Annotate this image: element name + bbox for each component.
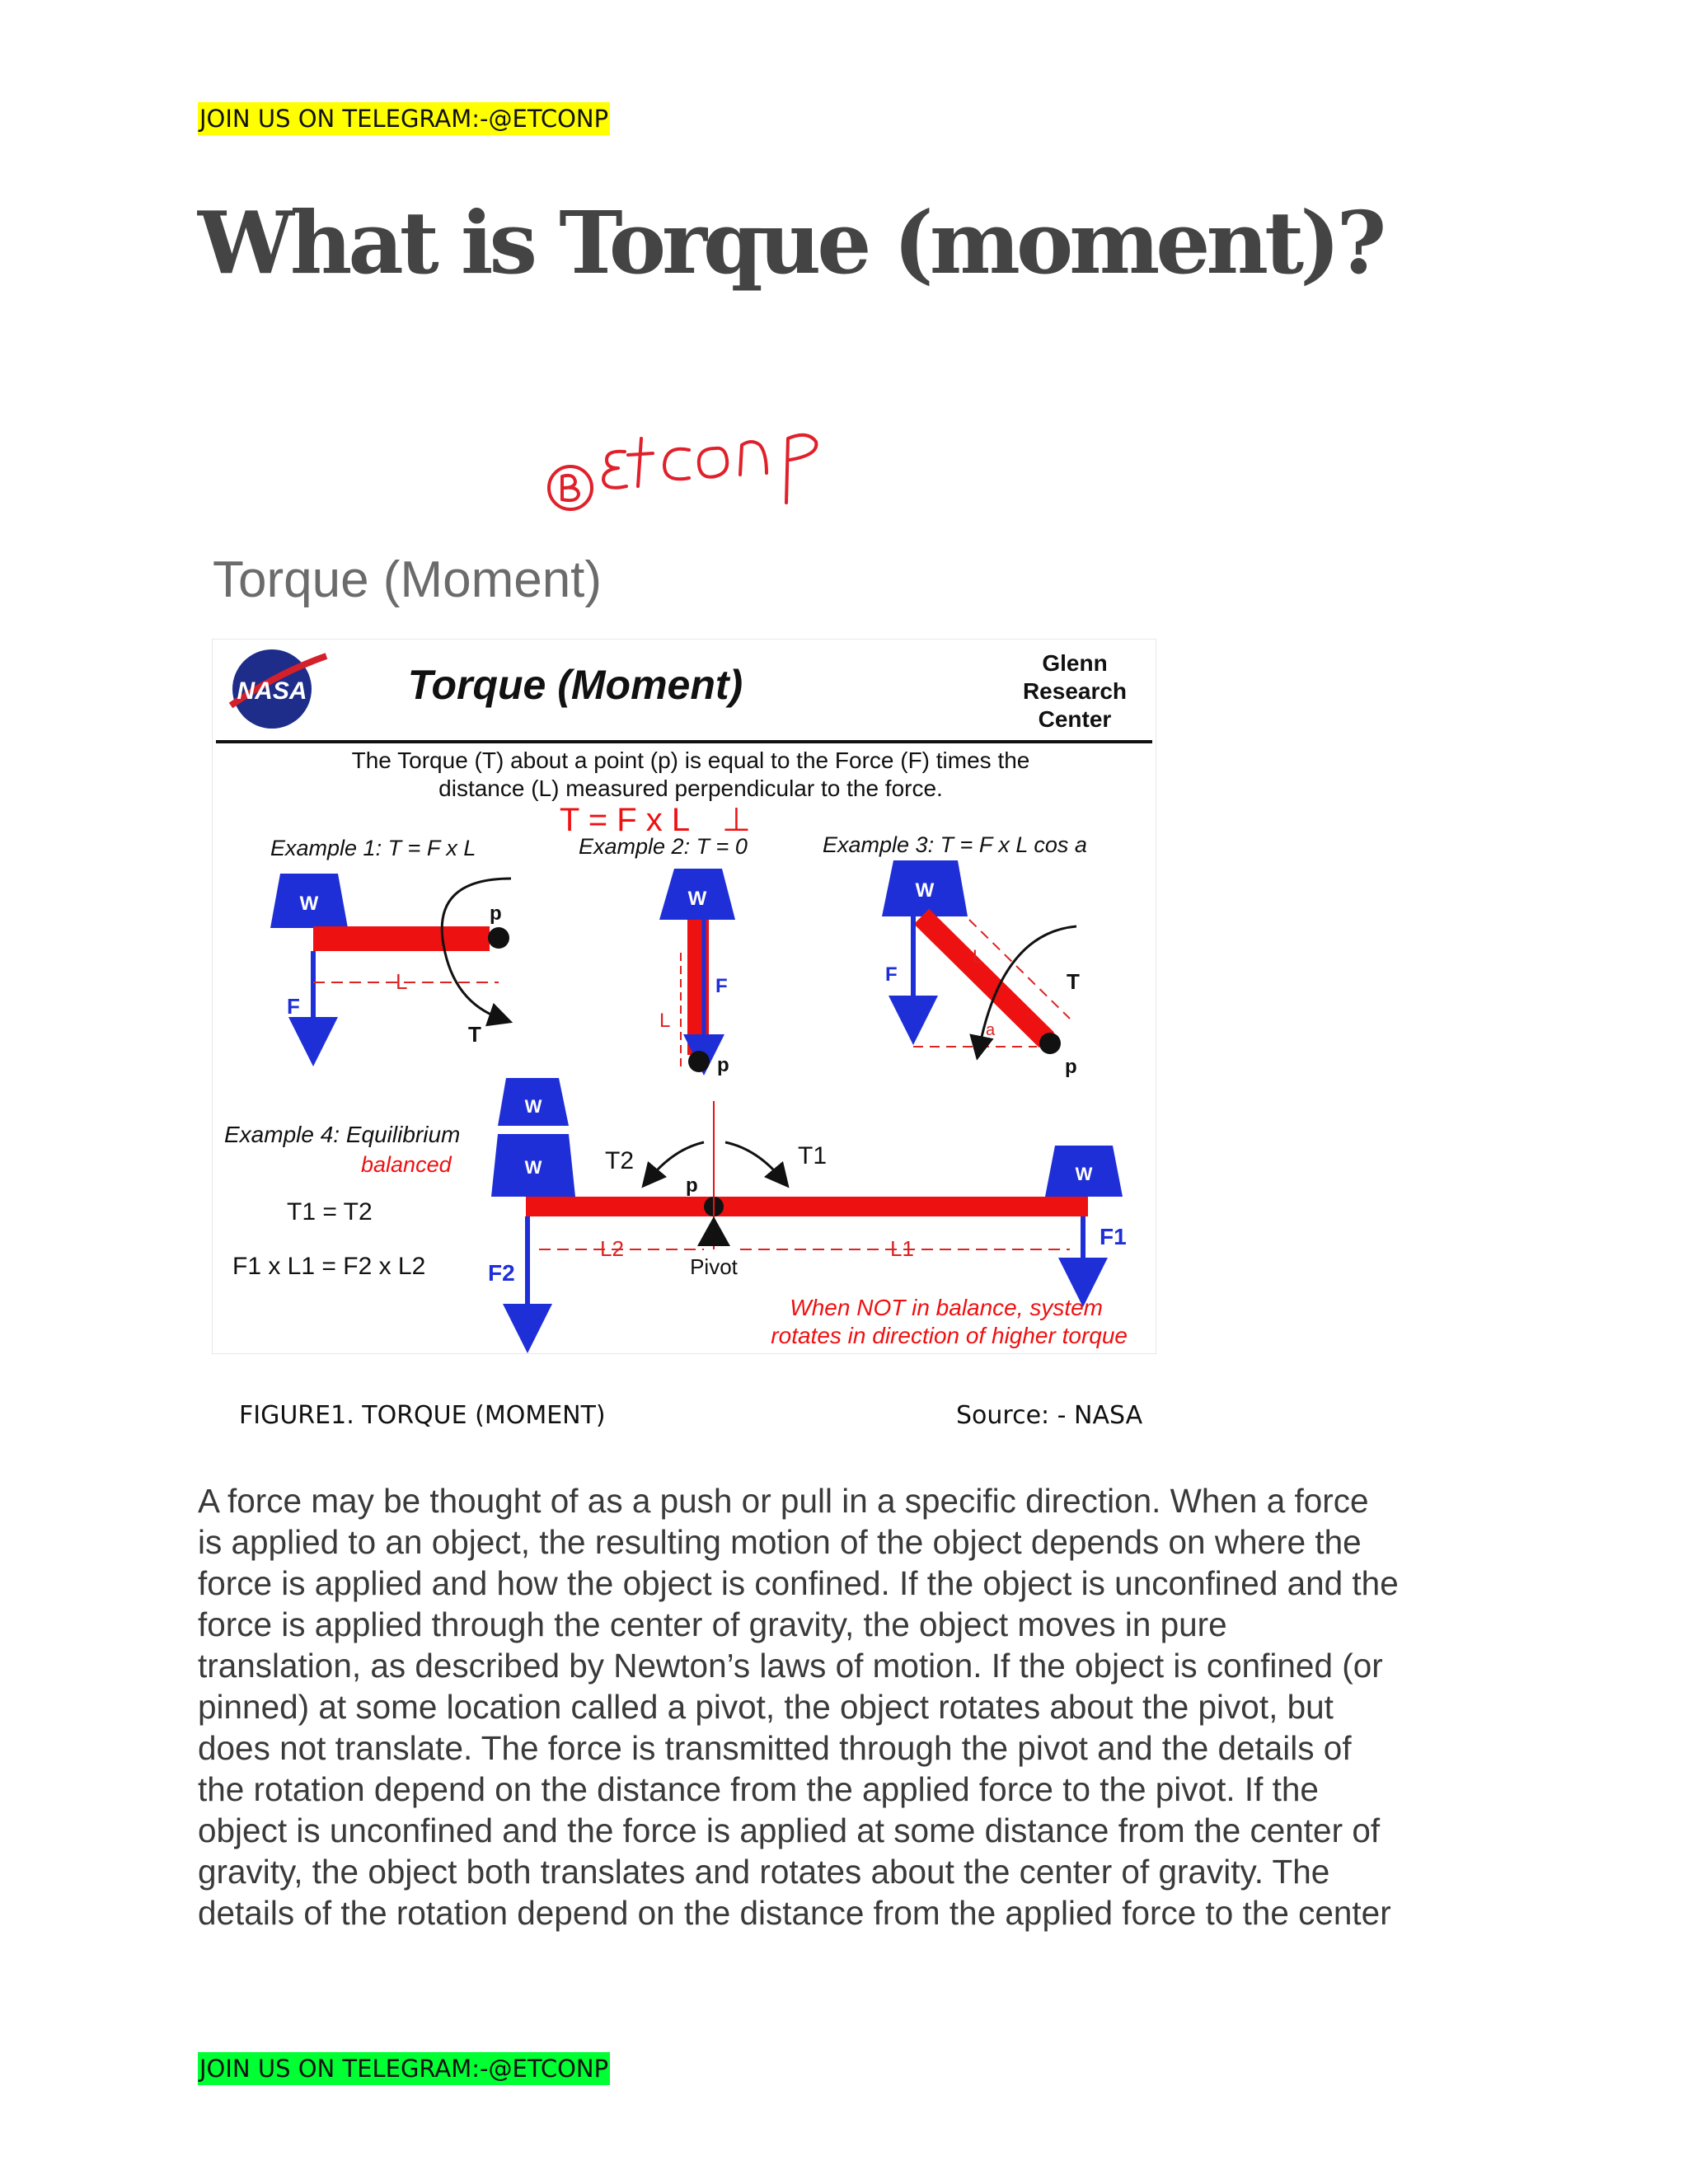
pivot-point-1 [488, 927, 509, 949]
body-line: does not translate. The force is transmi… [198, 1729, 1352, 1767]
etconp-handwritten-watermark [547, 433, 818, 511]
definition-line-2: distance (L) measured perpendicular to t… [438, 776, 943, 801]
svg-text:L: L [659, 1010, 670, 1032]
svg-text:W: W [525, 1157, 542, 1178]
definition-line-1: The Torque (T) about a point (p) is equa… [352, 748, 1030, 773]
pivot-point-2 [688, 1051, 710, 1072]
weight-block-4c [1045, 1146, 1123, 1197]
body-line: A force may be thought of as a push or p… [198, 1482, 1369, 1520]
torque-arrow-1 [440, 877, 513, 1027]
example-3-label: Example 3: T = F x L cos a [823, 832, 1087, 857]
imbalance-note-line-2: rotates in direction of higher torque [771, 1323, 1128, 1348]
perpendicular-symbol: ⊥ [722, 802, 751, 838]
svg-text:a: a [986, 1021, 996, 1039]
svg-text:W: W [1076, 1164, 1093, 1184]
body-paragraph: A force may be thought of as a push or p… [198, 1480, 1500, 1933]
svg-text:T: T [468, 1022, 481, 1047]
torque-figure: NASA Torque (Moment) Glenn Research Cent… [213, 640, 1156, 1353]
svg-text:F: F [287, 994, 300, 1019]
torque-arrow-3 [969, 925, 1077, 1061]
weight-block-4a [498, 1078, 569, 1126]
svg-text:p: p [717, 1054, 729, 1076]
torque-equality: T1 = T2 [287, 1198, 373, 1226]
inclined-beam-3 [913, 908, 1055, 1048]
moment-equality: F1 x L1 = F2 x L2 [232, 1253, 425, 1280]
weight-block-4b [491, 1134, 575, 1197]
torque-formula: T = F x L [560, 802, 690, 838]
body-line: gravity, the object both translates and … [198, 1853, 1330, 1891]
body-line: the rotation depend on the distance from… [198, 1770, 1319, 1808]
body-line: force is applied and how the object is c… [198, 1564, 1399, 1602]
equilibrium-beam [526, 1197, 1088, 1216]
body-line: is applied to an object, the resulting m… [198, 1523, 1362, 1561]
body-line: translation, as described by Newton’s la… [198, 1647, 1383, 1685]
svg-text:W: W [688, 888, 707, 910]
l1-label: L1 [890, 1236, 914, 1261]
svg-text:W: W [916, 879, 935, 902]
example-4-label: Example 4: Equilibrium [224, 1122, 460, 1147]
svg-text:F: F [715, 975, 728, 997]
imbalance-note-line-1: When NOT in balance, system [790, 1295, 1103, 1320]
balanced-label: balanced [361, 1152, 452, 1177]
figure-heading: Torque (Moment) [213, 551, 603, 608]
weight-block-2 [659, 869, 735, 920]
figure-title: Torque (Moment) [408, 662, 743, 708]
weight-block-3 [882, 860, 968, 916]
svg-text:L: L [396, 969, 407, 994]
pivot-triangle [697, 1216, 730, 1246]
example-1-label: Example 1: T = F x L [270, 836, 476, 860]
body-line: pinned) at some location called a pivot,… [198, 1688, 1334, 1726]
nasa-logo-text: NASA [237, 677, 307, 705]
svg-text:p: p [1065, 1056, 1077, 1078]
pivot-label: Pivot [690, 1254, 738, 1279]
svg-text:W: W [300, 893, 319, 915]
body-line: force is applied through the center of g… [198, 1605, 1227, 1643]
pivot-point-3 [1039, 1033, 1061, 1054]
svg-text:p: p [490, 902, 502, 925]
example-2-label: Example 2: T = 0 [579, 834, 748, 859]
center-label: Center [1039, 706, 1112, 732]
svg-text:T: T [1067, 969, 1080, 994]
svg-text:F: F [885, 963, 898, 986]
f1-label: F1 [1100, 1224, 1127, 1249]
page-title: What is Torque (moment)? [198, 192, 1386, 293]
svg-text:W: W [525, 1096, 542, 1117]
glenn-label: Glenn [1042, 650, 1107, 676]
t2-label: T2 [605, 1147, 634, 1174]
weight-block-1 [270, 874, 348, 928]
distance-line-3 [968, 919, 1071, 1019]
research-label: Research [1023, 678, 1127, 704]
figure-source: Source: - NASA [956, 1401, 1143, 1430]
beam-1 [313, 926, 490, 951]
f2-label: F2 [488, 1260, 515, 1286]
svg-text:L: L [973, 946, 982, 967]
body-line: details of the rotation depend on the di… [198, 1894, 1391, 1932]
l2-label: L2 [600, 1236, 624, 1261]
torque-arrow-t2 [641, 1141, 705, 1188]
nasa-logo: NASA [228, 649, 328, 729]
svg-text:p: p [686, 1174, 698, 1197]
body-line: object is unconfined and the force is ap… [198, 1811, 1381, 1849]
figure-caption: FIGURE1. TORQUE (MOMENT) [239, 1401, 606, 1430]
t1-label: T1 [798, 1142, 827, 1169]
torque-arrow-t1 [724, 1141, 790, 1188]
telegram-banner-top: JOIN US ON TELEGRAM:-@ETCONP [198, 102, 611, 135]
telegram-banner-bottom: JOIN US ON TELEGRAM:-@ETCONP [198, 2052, 611, 2085]
